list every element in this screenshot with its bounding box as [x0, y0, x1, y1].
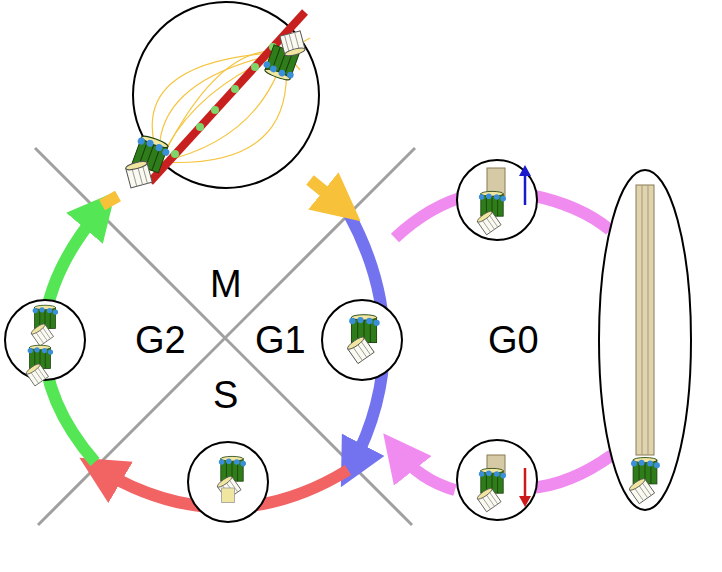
phase-label: M — [210, 265, 242, 303]
phase-label: G2 — [135, 321, 186, 359]
phase-label: S — [213, 376, 238, 414]
phase-label: G0 — [488, 321, 539, 359]
phase-label: G1 — [255, 321, 306, 359]
